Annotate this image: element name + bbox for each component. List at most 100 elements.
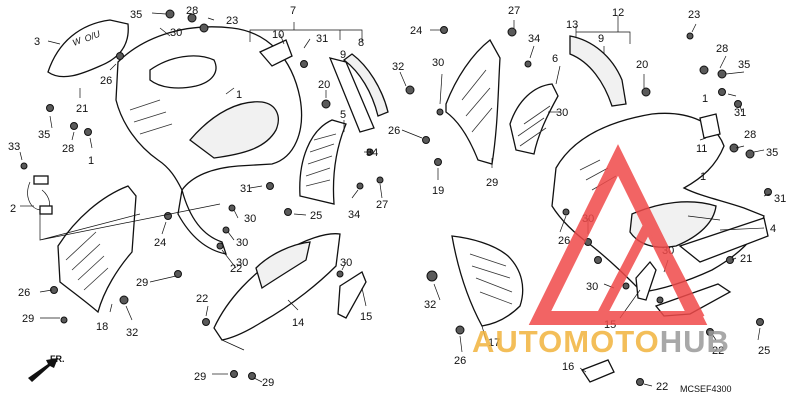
- part-callout: 30: [236, 237, 248, 249]
- part-callout: 29: [262, 377, 274, 389]
- part-callout: 26: [454, 355, 466, 367]
- part-7-inner-cowl: [115, 26, 303, 255]
- part-callout: 1: [88, 155, 94, 167]
- diagram-code: MCSEF4300: [680, 384, 732, 394]
- part-callout: 21: [740, 253, 752, 265]
- front-direction-label: FR.: [50, 354, 65, 364]
- part-callout: 15: [360, 311, 372, 323]
- watermark: AUTOMOTOHUB: [472, 144, 730, 359]
- fasteners-right: [405, 26, 772, 386]
- part-2-harness: [27, 175, 53, 215]
- part-callout: 26: [388, 125, 400, 137]
- part-19-inner-panel: [445, 39, 501, 165]
- part-callout: 32: [424, 299, 436, 311]
- part-callout: 29: [22, 313, 34, 325]
- part-callout: 17: [488, 337, 500, 349]
- part-callout: 8: [358, 37, 364, 49]
- part-callout: 11: [696, 143, 707, 155]
- part-callout: 12: [612, 7, 624, 19]
- part-8-trim: [342, 53, 389, 117]
- part-callout: 1: [702, 93, 708, 105]
- part-callout: 33: [8, 141, 20, 153]
- part-callout: 26: [558, 235, 570, 247]
- part-callout: 29: [194, 371, 206, 383]
- part-callout: 29: [136, 277, 148, 289]
- part-callout: 22: [230, 263, 242, 275]
- fasteners-left: [20, 9, 384, 380]
- part-11-bracket: [699, 113, 721, 139]
- part-callout: 24: [410, 25, 422, 37]
- part-callout: 6: [552, 53, 558, 65]
- part-callout: 35: [738, 59, 750, 71]
- part-callout: 34: [366, 147, 378, 159]
- part-callout: 21: [76, 103, 88, 115]
- part-3-logo-panel: W O/U: [47, 19, 129, 78]
- part-callout: 28: [62, 143, 74, 155]
- part-callout: 14: [292, 317, 304, 329]
- part-callout: 31: [240, 183, 252, 195]
- part-callout: 7: [290, 5, 296, 17]
- watermark-brand: AUTOMOTOHUB: [472, 324, 730, 359]
- part-callout: 34: [348, 209, 360, 221]
- part-callout: 32: [392, 61, 404, 73]
- part-9-strip-left: [328, 57, 375, 133]
- part-callout: 19: [432, 185, 444, 197]
- part-4-main-cowl: [551, 112, 769, 293]
- part-callout: 25: [310, 210, 322, 222]
- part-14-lower-cowl: [213, 233, 341, 351]
- part-callout: 10: [272, 29, 284, 41]
- part-callout: 31: [316, 33, 328, 45]
- part-callout: 22: [656, 381, 668, 393]
- part-callout: 18: [96, 321, 108, 333]
- leader-lines: [19, 12, 771, 387]
- part-callout: 16: [562, 361, 574, 373]
- part-callout: 24: [154, 237, 166, 249]
- part-callout: 2: [10, 203, 16, 215]
- part-6-vent: [509, 83, 559, 155]
- part-callout: 9: [340, 49, 346, 61]
- part-callout: 3: [34, 36, 40, 48]
- part-callout: 30: [170, 27, 182, 39]
- part-callout: 30: [432, 57, 444, 69]
- front-direction-arrow-icon: [28, 358, 58, 382]
- part-callout: 31: [734, 107, 746, 119]
- part-callout: 26: [100, 75, 112, 87]
- part-10-bracket: [258, 39, 293, 67]
- part-callout: 25: [758, 345, 770, 357]
- watermark-logo-triangle: [528, 144, 708, 325]
- part-callout: 5: [340, 109, 346, 121]
- part-callout: 28: [716, 43, 728, 55]
- part-callout: 28: [186, 5, 198, 17]
- part-callout: 20: [636, 59, 648, 71]
- part-callout: 30: [236, 257, 248, 269]
- part-callout: 30: [340, 257, 352, 269]
- part-callout: 35: [766, 147, 778, 159]
- part-callout: 28: [744, 129, 756, 141]
- part-5-vent-grille: [299, 119, 347, 205]
- part-15-strip-right: [635, 260, 657, 301]
- part-callout: 30: [586, 281, 598, 293]
- part-callout: 23: [688, 9, 700, 21]
- part-16-rail: [581, 359, 615, 383]
- part-callout: 9: [598, 33, 604, 45]
- part-callout: 4: [770, 223, 776, 235]
- part-callout: 32: [126, 327, 138, 339]
- part-callout: 22: [712, 345, 724, 357]
- part-18-side-panel: [57, 185, 137, 314]
- part-callout: 34: [528, 33, 540, 45]
- part-callout: 27: [508, 5, 520, 17]
- part-callout: 22: [196, 293, 208, 305]
- part-callout: 1: [236, 89, 242, 101]
- part-callout: 26: [18, 287, 30, 299]
- part-callout: 30: [244, 213, 256, 225]
- part-callout: 27: [376, 199, 388, 211]
- part-callout: 13: [566, 19, 578, 31]
- part-callout: 20: [318, 79, 330, 91]
- part-callout: 35: [130, 9, 142, 21]
- part-callout: 1: [700, 171, 706, 183]
- part-callout: 23: [226, 15, 238, 27]
- part-13-strip-right: [569, 35, 627, 107]
